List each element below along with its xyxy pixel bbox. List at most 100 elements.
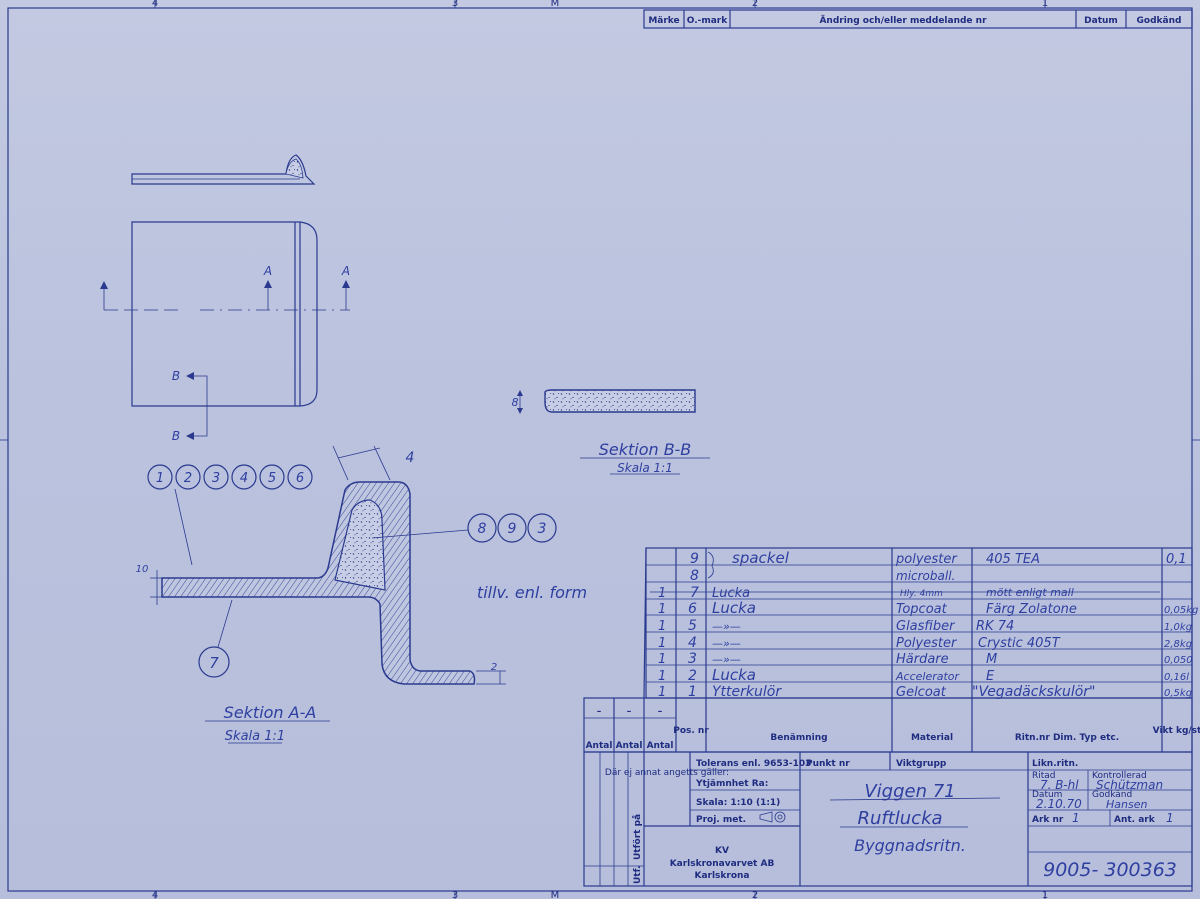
rev-andring: Ändring och/eller meddelande nr — [819, 15, 987, 26]
utfort-label: Utfört på — [632, 814, 643, 860]
balloons-group1 — [147, 464, 313, 566]
cut-label-a-2: A — [341, 264, 350, 278]
ant-ark-label: Ant. ark — [1114, 815, 1156, 825]
antal-1: 1 — [658, 685, 666, 700]
pos-3: 3 — [688, 651, 697, 667]
datum-value: 2.10.70 — [1036, 797, 1082, 811]
pos-2: 2 — [688, 668, 697, 684]
hdr-benamning: Benämning — [770, 733, 827, 743]
hdr-ritn: Ritn.nr Dim. Typ etc. — [1015, 733, 1119, 743]
grid-top-3: 3 — [452, 0, 458, 9]
parts-row-2: 1 2 Lucka Accelerator E 0,16l — [658, 666, 1189, 684]
pos-9: 9 — [690, 551, 699, 567]
ritn-6: Färg Zolatone — [986, 602, 1077, 617]
material-4: Polyester — [896, 636, 958, 651]
balloon-1: 1 — [156, 471, 164, 486]
ritad-value: 7. B-hl — [1040, 778, 1079, 792]
ritad-label: Ritad — [1032, 771, 1056, 781]
antal-6: 1 — [658, 602, 666, 617]
antal-5: 1 — [658, 619, 666, 634]
company-name: Karlskronavarvet AB — [670, 859, 775, 869]
ritn-4: Crystic 405T — [978, 636, 1061, 651]
proj-met: Proj. met. — [696, 815, 746, 825]
parts-row-6: 1 6 Lucka Topcoat Färg Zolatone 0,05kg — [658, 599, 1198, 617]
material-5: Glasfiber — [896, 619, 956, 634]
parts-row-9: 9 spackel polyester 405 TEA 0,1 — [690, 549, 1187, 567]
godkand-label: Godkänd — [1092, 790, 1132, 800]
grid-bottom-1: 1 — [1042, 890, 1048, 899]
parts-row-4: 1 4 —»— Polyester Crystic 405T 2,8kg — [658, 635, 1192, 651]
material-8: microball. — [896, 569, 955, 583]
projection-symbol-icon — [759, 811, 786, 823]
vikt-6: 0,05kg — [1164, 605, 1198, 616]
dim-10: 10 — [136, 564, 149, 575]
rev-datum: Datum — [1084, 16, 1118, 26]
grid-top-2: 2 — [752, 0, 758, 9]
parts-row-3: 1 3 —»— Härdare M 0,050 — [658, 651, 1193, 667]
ritn-9: 405 TEA — [986, 552, 1040, 567]
balloon-4: 4 — [240, 471, 248, 486]
material-3: Härdare — [896, 652, 949, 667]
drawing-number: 9005- 300363 — [1043, 859, 1177, 881]
section-bb-drawing — [517, 389, 696, 414]
kontrollerad-label: Kontrollerad — [1092, 771, 1147, 781]
vikt-4: 2,8kg — [1164, 639, 1192, 650]
benamning-7: Lucka — [712, 586, 750, 601]
godkand-value: Hansen — [1106, 798, 1147, 811]
tolerans: Tolerans enl. 9653-103 — [696, 759, 811, 769]
antal-2: 1 — [658, 669, 666, 684]
ritn-5: RK 74 — [976, 619, 1014, 634]
pos-6: 6 — [688, 601, 697, 617]
ritn-1: "Vegadäckskulör" — [972, 684, 1095, 700]
pos-1: 1 — [688, 684, 697, 700]
balloon-8: 8 — [478, 521, 487, 537]
ark-nr-value: 1 — [1072, 811, 1080, 825]
section-aa-scale: Skala 1:1 — [225, 729, 285, 744]
section-bb-scale: Skala 1:1 — [617, 461, 673, 475]
dash-1: – — [597, 707, 602, 717]
balloon-3: 3 — [212, 471, 220, 486]
hdr-pos: Pos. nr — [673, 726, 709, 736]
punkt-nr: Punkt nr — [806, 759, 850, 769]
grid-bottom-2: 2 — [752, 890, 758, 899]
ritn-2: E — [986, 669, 995, 684]
vikt-5: 1,0kg — [1164, 622, 1192, 633]
balloons-group2 — [371, 513, 557, 543]
benamning-6: Lucka — [712, 599, 756, 617]
rev-omark: O.-mark — [687, 16, 728, 26]
balloon-5: 5 — [268, 471, 276, 486]
benamning-1: Ytterkulör — [712, 684, 782, 700]
vikt-2: 0,16l — [1164, 672, 1189, 683]
section-bb-title: Sektion B-B — [599, 440, 691, 459]
material-1: Gelcoat — [896, 685, 947, 700]
hdr-material: Material — [911, 733, 953, 743]
ritn-3: M — [986, 652, 997, 667]
balloon-2: 2 — [184, 471, 192, 486]
benamning-2: Lucka — [712, 666, 756, 684]
profile-view — [131, 154, 316, 185]
antal-7: 1 — [658, 586, 666, 601]
grid-top-m: M — [551, 0, 560, 9]
pos-7: 7 — [690, 585, 699, 601]
cut-label-b-1: B — [172, 369, 180, 383]
title-block-grid — [583, 751, 1193, 887]
cut-label-a-1: A — [263, 264, 272, 278]
hdr-antal-1: Antal — [586, 741, 613, 751]
dim-4: 4 — [406, 450, 415, 466]
parts-row-8: 8 microball. — [690, 551, 955, 584]
section-aa-drawing — [150, 445, 506, 685]
note-form: tillv. enl. form — [477, 583, 587, 602]
grid-bottom-m: M — [551, 890, 560, 899]
dim-8: 8 — [512, 396, 519, 409]
antal-4: 1 — [658, 636, 666, 651]
name-line3: Byggnadsritn. — [854, 836, 966, 855]
company-logo: KV — [715, 846, 729, 856]
dar-ej: Där ej annat angetts gäller: — [605, 768, 729, 778]
revision-header — [643, 9, 1193, 29]
benamning-3: —»— — [712, 653, 741, 666]
cut-label-b-2: B — [172, 429, 180, 443]
dash-2: – — [627, 707, 632, 717]
grid-bottom-4: 4 — [152, 890, 158, 899]
